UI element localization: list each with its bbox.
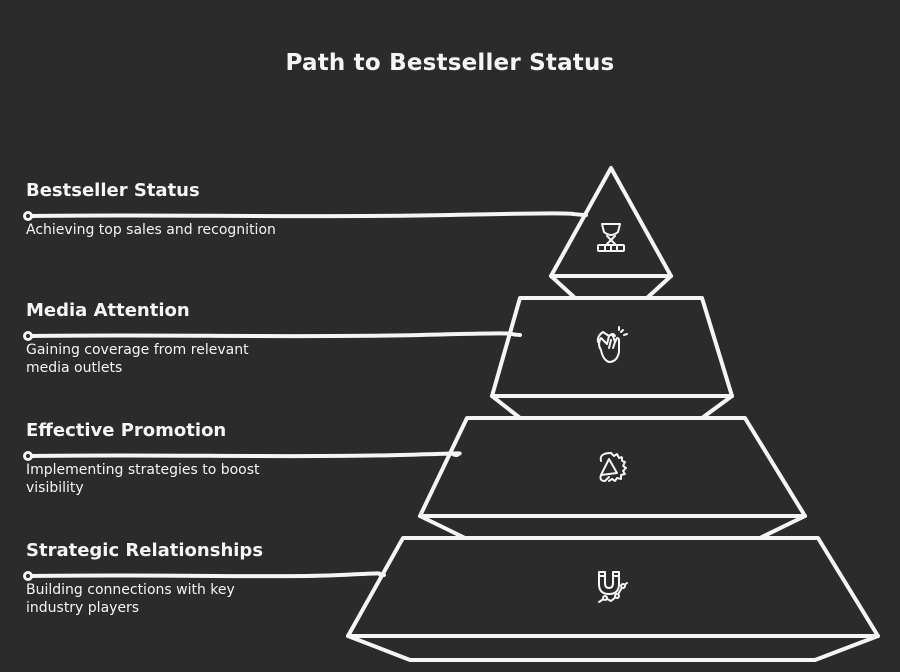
- level-label-4: Strategic Relationships Building connect…: [26, 540, 286, 617]
- connector-level-4: [23, 571, 386, 581]
- pyramid-level-2: [490, 296, 734, 420]
- level-label-3: Effective Promotion Implementing strateg…: [26, 420, 286, 497]
- level-heading: Effective Promotion: [26, 420, 227, 441]
- trophy-icon: [597, 223, 625, 252]
- level-description: Gaining coverage from relevant media out…: [26, 342, 249, 376]
- connector-level-3: [23, 451, 462, 461]
- level-heading: Strategic Relationships: [26, 540, 264, 561]
- level-heading: Bestseller Status: [26, 180, 200, 201]
- pyramid-level-3: [418, 416, 807, 540]
- level-description: Implementing strategies to boost visibil…: [26, 462, 260, 496]
- magnet-network-icon: [598, 571, 628, 603]
- level-label-2: Media Attention Gaining coverage from re…: [26, 300, 286, 377]
- diagram-title: Path to Bestseller Status: [285, 50, 615, 76]
- level-heading: Media Attention: [26, 300, 190, 321]
- level-label-1: Bestseller Status Achieving top sales an…: [26, 180, 286, 239]
- megaphone-icon: [599, 452, 627, 482]
- level-description: Building connections with key industry p…: [26, 582, 235, 616]
- connector-level-1: [23, 211, 588, 221]
- clapping-hands-icon: [596, 326, 628, 363]
- level-description: Achieving top sales and recognition: [26, 222, 276, 238]
- pyramid-level-1: [549, 166, 673, 300]
- pyramid-level-4: [346, 536, 880, 662]
